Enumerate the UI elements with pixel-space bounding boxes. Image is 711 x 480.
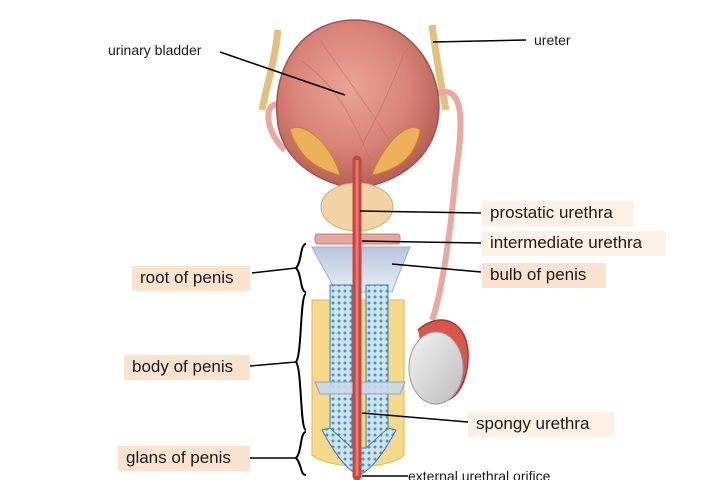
label-urinary-bladder: urinary bladder: [108, 42, 202, 58]
label-body-of-penis: body of penis: [124, 355, 250, 380]
label-glans-of-penis: glans of penis: [118, 446, 250, 471]
leader-intermediate-urethra: [361, 240, 482, 244]
corpus-right: [365, 284, 389, 449]
leader-prostatic-urethra: [359, 210, 482, 214]
label-bulb-of-penis: bulb of penis: [482, 263, 606, 288]
body-bracket: [294, 293, 307, 431]
root-bracket: [294, 243, 307, 293]
leader-root-of-penis: [251, 267, 297, 274]
testis: [408, 331, 464, 405]
leader-urinary-bladder: [219, 51, 346, 96]
leader-bulb-of-penis: [391, 263, 482, 273]
leader-spongy-urethra: [361, 412, 469, 423]
vas-deferens-right: [423, 89, 464, 322]
label-ureter: ureter: [534, 32, 571, 48]
seminal-vesicle-left: [289, 126, 341, 176]
leader-body-of-penis: [249, 361, 297, 367]
label-spongy-urethra: spongy urethra: [468, 412, 614, 437]
leader-ureter: [432, 39, 527, 43]
label-external-urethral-orifice: external urethral orifice: [408, 468, 551, 480]
label-intermediate-urethra: intermediate urethra: [482, 231, 666, 256]
left-ureter: [258, 29, 282, 111]
right-ureter: [428, 24, 450, 111]
corpus-left: [329, 284, 353, 449]
seminal-vesicle-right: [371, 126, 421, 176]
glans-bracket: [294, 431, 307, 476]
label-prostatic-urethra: prostatic urethra: [482, 201, 634, 226]
label-root-of-penis: root of penis: [132, 266, 250, 291]
